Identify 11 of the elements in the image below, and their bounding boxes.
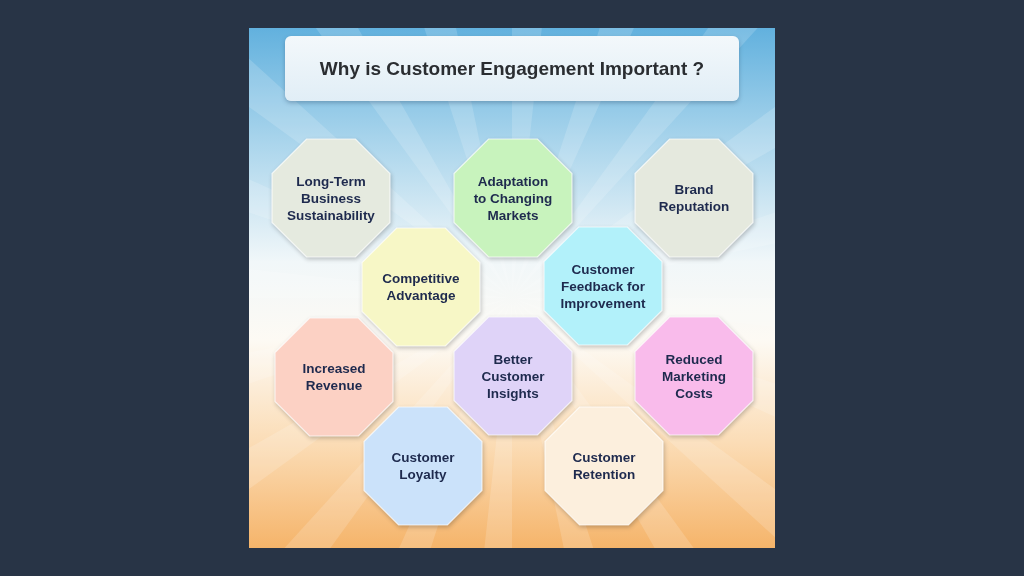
octagon-label: Brand Reputation	[657, 181, 731, 215]
octagon-label: Competitive Advantage	[381, 270, 461, 304]
octagon-label: Customer Loyalty	[390, 449, 456, 483]
octagon-label: Reduced Marketing Costs	[661, 350, 727, 402]
octagon-label: Adaptation to Changing Markets	[472, 172, 554, 224]
octagon-label: Long-Term Business Sustainability	[286, 172, 376, 224]
octagon-label: Better Customer Insights	[480, 350, 546, 402]
octagon-label: Increased Revenue	[301, 360, 367, 394]
octagon-label: Customer Retention	[571, 449, 637, 483]
octagon-label: Customer Feedback for Improvement	[559, 260, 647, 312]
title-banner: Why is Customer Engagement Important ?	[285, 36, 739, 101]
